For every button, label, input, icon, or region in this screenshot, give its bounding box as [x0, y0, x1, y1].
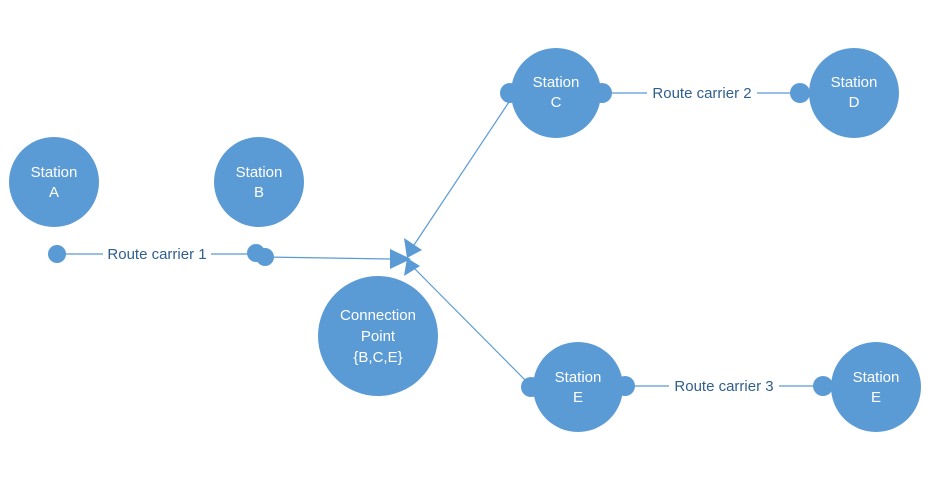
- route-carrier-1-label: Route carrier 1: [107, 246, 206, 263]
- station-b-node[interactable]: Station B: [214, 137, 304, 227]
- station-d-in-port[interactable]: [790, 83, 810, 103]
- route-carrier-2-label: Route carrier 2: [652, 85, 751, 102]
- e-to-connection-line: [411, 265, 530, 385]
- station-d-label-line1: Station: [831, 74, 878, 91]
- c-to-connection-line: [411, 101, 510, 249]
- station-e-right-node[interactable]: Station E: [831, 342, 921, 432]
- arrowhead-from-e: [404, 258, 420, 276]
- station-b-out-port[interactable]: [256, 248, 274, 266]
- connection-point-node[interactable]: Connection Point {B,C,E}: [318, 276, 438, 396]
- station-c-in-port[interactable]: [500, 83, 520, 103]
- station-e-label-line1: Station: [555, 369, 602, 386]
- route-carrier-1-start-port[interactable]: [48, 245, 66, 263]
- arrowhead-from-b: [390, 249, 411, 269]
- station-e-in-port[interactable]: [521, 377, 541, 397]
- station-b-label-line2: B: [254, 184, 264, 201]
- route-carrier-3-label: Route carrier 3: [674, 378, 773, 395]
- station-c-out-port[interactable]: [592, 83, 612, 103]
- station-d-label-line2: D: [849, 94, 860, 111]
- station-e-node[interactable]: Station E: [533, 342, 623, 432]
- station-e-right-label-line1: Station: [853, 369, 900, 386]
- arrowhead-from-c: [404, 238, 422, 258]
- connection-point-label-line2: Point: [361, 328, 396, 345]
- station-a-label-line2: A: [49, 184, 59, 201]
- connection-point-label-line1: Connection: [340, 307, 416, 324]
- connection-point-label-line3: {B,C,E}: [353, 349, 402, 366]
- station-e-label-line2: E: [573, 389, 583, 406]
- station-a-node[interactable]: Station A: [9, 137, 99, 227]
- station-a-label-line1: Station: [31, 164, 78, 181]
- station-e-right-label-line2: E: [871, 389, 881, 406]
- station-c-label-line2: C: [551, 94, 562, 111]
- station-e-right-in-port[interactable]: [813, 376, 833, 396]
- station-b-label-line1: Station: [236, 164, 283, 181]
- b-to-connection-line: [264, 256, 391, 260]
- station-c-label-line1: Station: [533, 74, 580, 91]
- station-e-out-port[interactable]: [615, 376, 635, 396]
- station-d-node[interactable]: Station D: [809, 48, 899, 138]
- station-c-node[interactable]: Station C: [511, 48, 601, 138]
